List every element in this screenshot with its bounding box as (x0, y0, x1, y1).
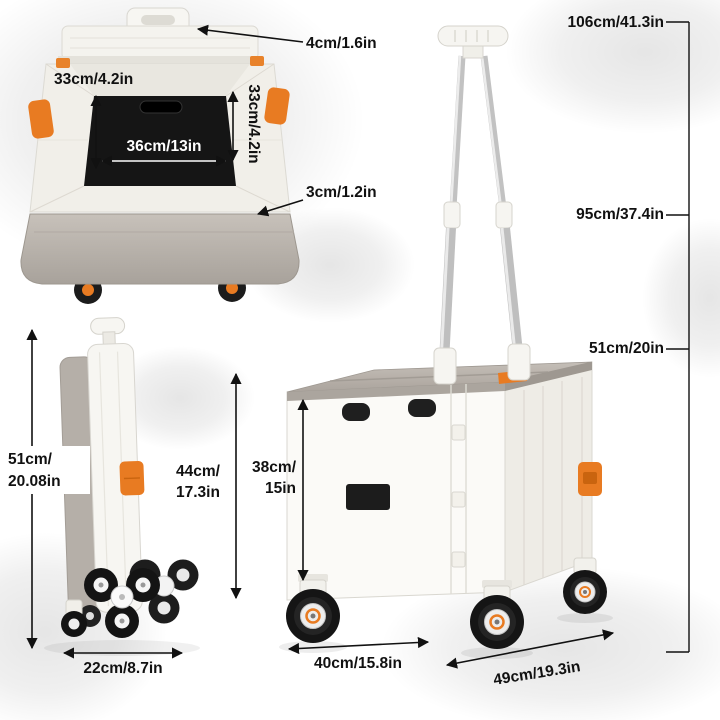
dim-label-line1: 51cm/ (8, 451, 53, 468)
dim-inner-height: 38cm/ 15in (252, 398, 309, 582)
dim-label-line2: 17.3in (176, 484, 220, 501)
dim-right-wall-depth: 33cm/4.2in (227, 84, 262, 164)
dim-left-wall-depth: 33cm/4.2in (54, 71, 133, 170)
wheel-shadow (557, 613, 613, 623)
dim-arrow (287, 636, 430, 655)
folded-front-casters (61, 599, 101, 637)
leader-line (196, 24, 304, 43)
label-backing (2, 446, 90, 494)
leader-line (256, 199, 304, 217)
tri-wheel-cluster-front (84, 568, 160, 638)
dim-cart-body-height: 44cm/ 17.3in (176, 372, 242, 600)
folded-orange-clip-line (123, 477, 140, 480)
dim-label-line2: 15in (265, 480, 296, 497)
dim-label-line2: 20.08in (8, 473, 61, 490)
hinge-clip-left-orange (56, 58, 70, 68)
front-door-seams (450, 384, 467, 594)
dim-folded-height: 51cm/ 20.08in (2, 328, 90, 650)
front-lid-panel (20, 213, 300, 285)
dim-label: 33cm/4.2in (245, 84, 262, 163)
cart-front-face (286, 381, 506, 601)
cart-side-ribs (523, 377, 583, 585)
dimension-annotations: 4cm/1.6in 33cm/4.2in 33cm/4.2in 36cm/13i… (2, 14, 690, 689)
dim-label: 3cm/1.2in (306, 184, 377, 201)
wheel-front-left (286, 574, 340, 643)
dim-lid-handle-height: 4cm/1.6in (196, 24, 377, 52)
dim-total-height: 106cm/41.3in (567, 14, 664, 31)
tube-guide-right (507, 343, 531, 381)
dim-handle-collapsed: 51cm/20in (589, 340, 664, 357)
dim-label: 33cm/4.2in (54, 71, 133, 88)
telescoping-handle (437, 25, 524, 363)
cart-lid-side-lip (505, 362, 592, 391)
dim-lid-edge-thickness: 3cm/1.2in (256, 184, 377, 217)
front-top-holes (342, 399, 436, 421)
cart-illustration (279, 25, 613, 659)
caster-left-hub (82, 284, 94, 296)
dim-label: 36cm/13in (127, 138, 202, 155)
tube-joint-right (495, 201, 513, 229)
dim-arrow (445, 629, 615, 669)
tube-joint-left (443, 201, 461, 229)
dim-label-line1: 38cm/ (252, 459, 297, 476)
dim-label: 4cm/1.6in (306, 35, 377, 52)
handle-grip (437, 25, 509, 59)
dim-folded-width: 22cm/8.7in (62, 647, 184, 677)
dim-label: 22cm/8.7in (83, 660, 162, 677)
wheel-rear-right (563, 557, 607, 614)
lid-panel (58, 25, 262, 64)
dim-handle-second-stage: 95cm/37.4in (576, 206, 664, 223)
dim-label: 40cm/15.8in (314, 655, 402, 672)
caster-right-hub (226, 282, 238, 294)
hinge-clip-right-orange (250, 56, 264, 66)
dim-height-column: 106cm/41.3in 95cm/37.4in 51cm/20in (567, 14, 690, 653)
dim-cart-width: 40cm/15.8in (287, 636, 430, 672)
dim-inner-width: 36cm/13in (100, 138, 228, 167)
interior-handle-slot (139, 100, 183, 114)
front-hand-slot (346, 484, 390, 510)
side-orange-latch (578, 462, 602, 496)
dim-label-line1: 44cm/ (176, 463, 221, 480)
tube-guide-left (433, 347, 457, 385)
side-clip-right-orange (264, 87, 290, 125)
side-clip-left-orange (28, 99, 54, 139)
